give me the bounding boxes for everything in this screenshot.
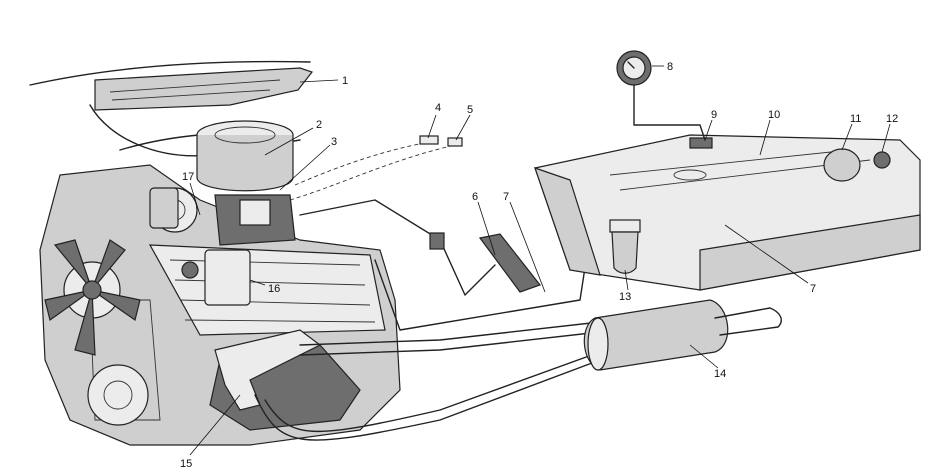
callout-13: 13 xyxy=(619,291,631,303)
air-filter-cover xyxy=(29,60,313,157)
callout-12: 12 xyxy=(886,113,898,125)
carburetor xyxy=(214,194,296,246)
exhaust-manifold xyxy=(214,329,322,411)
fuel-pump xyxy=(149,187,251,306)
callout-14: 14 xyxy=(714,368,726,380)
air-filter-housing xyxy=(196,120,294,192)
callout-9: 9 xyxy=(711,109,717,121)
callout-1: 1 xyxy=(342,75,348,87)
callout-7-front: 7 xyxy=(503,191,509,203)
callout-8: 8 xyxy=(667,61,673,73)
control-cables xyxy=(289,135,463,201)
callout-2: 2 xyxy=(316,119,322,131)
callout-11: 11 xyxy=(850,113,861,125)
cooling-fan xyxy=(44,239,141,356)
callouts: 1 2 3 4 5 6 7 8 9 10 11 12 13 14 15 16 1… xyxy=(180,61,898,470)
callout-6: 6 xyxy=(472,191,478,203)
callout-3: 3 xyxy=(331,136,337,148)
fuel-filter xyxy=(609,219,641,274)
callout-4: 4 xyxy=(435,102,441,114)
fuel-tank xyxy=(534,134,921,291)
callout-7-rear: 7 xyxy=(810,283,816,295)
callout-17: 17 xyxy=(182,171,194,183)
fuel-gauge xyxy=(616,50,706,141)
exhaust-pipes xyxy=(254,299,782,441)
leader-lines xyxy=(189,65,891,456)
callout-5: 5 xyxy=(467,104,473,116)
callout-15: 15 xyxy=(180,458,192,470)
callout-16: 16 xyxy=(268,283,280,295)
accelerator-linkage xyxy=(299,199,541,296)
callout-10: 10 xyxy=(768,109,780,121)
